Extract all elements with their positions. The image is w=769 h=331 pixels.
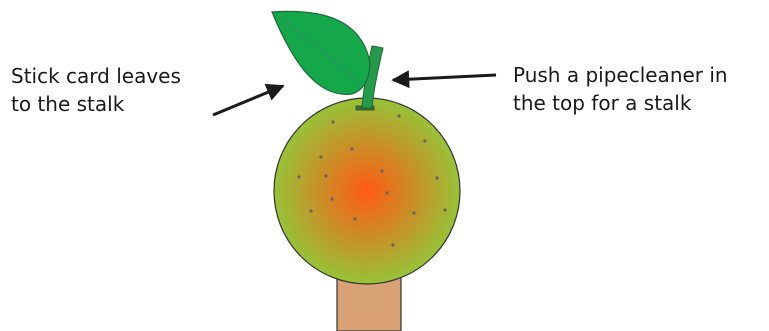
speckle — [435, 176, 438, 179]
speckle — [330, 197, 333, 200]
speckle — [391, 243, 394, 246]
stalk-instruction-line-2: the top for a stalk — [513, 90, 728, 118]
arrow-to-leaf — [213, 86, 283, 115]
speckle — [331, 120, 334, 123]
speckle — [353, 217, 356, 220]
speckle — [324, 174, 327, 177]
speckle — [397, 114, 400, 117]
fruit-body — [274, 98, 460, 284]
speckle — [319, 155, 322, 158]
stalk-instruction-label: Push a pipecleaner in the top for a stal… — [513, 62, 728, 117]
leaves-instruction-line-1: Stick card leaves — [11, 63, 181, 91]
speckle — [412, 211, 415, 214]
leaves-instruction-line-2: to the stalk — [11, 91, 181, 119]
leaves-instruction-label: Stick card leaves to the stalk — [11, 63, 181, 118]
speckle — [443, 208, 446, 211]
speckle — [423, 139, 426, 142]
arrow-to-stalk — [393, 75, 496, 80]
speckle — [350, 147, 353, 150]
speckle — [297, 175, 300, 178]
speckle — [309, 209, 312, 212]
stalk-instruction-line-1: Push a pipecleaner in — [513, 62, 728, 90]
speckle — [380, 169, 383, 172]
speckle — [385, 191, 388, 194]
